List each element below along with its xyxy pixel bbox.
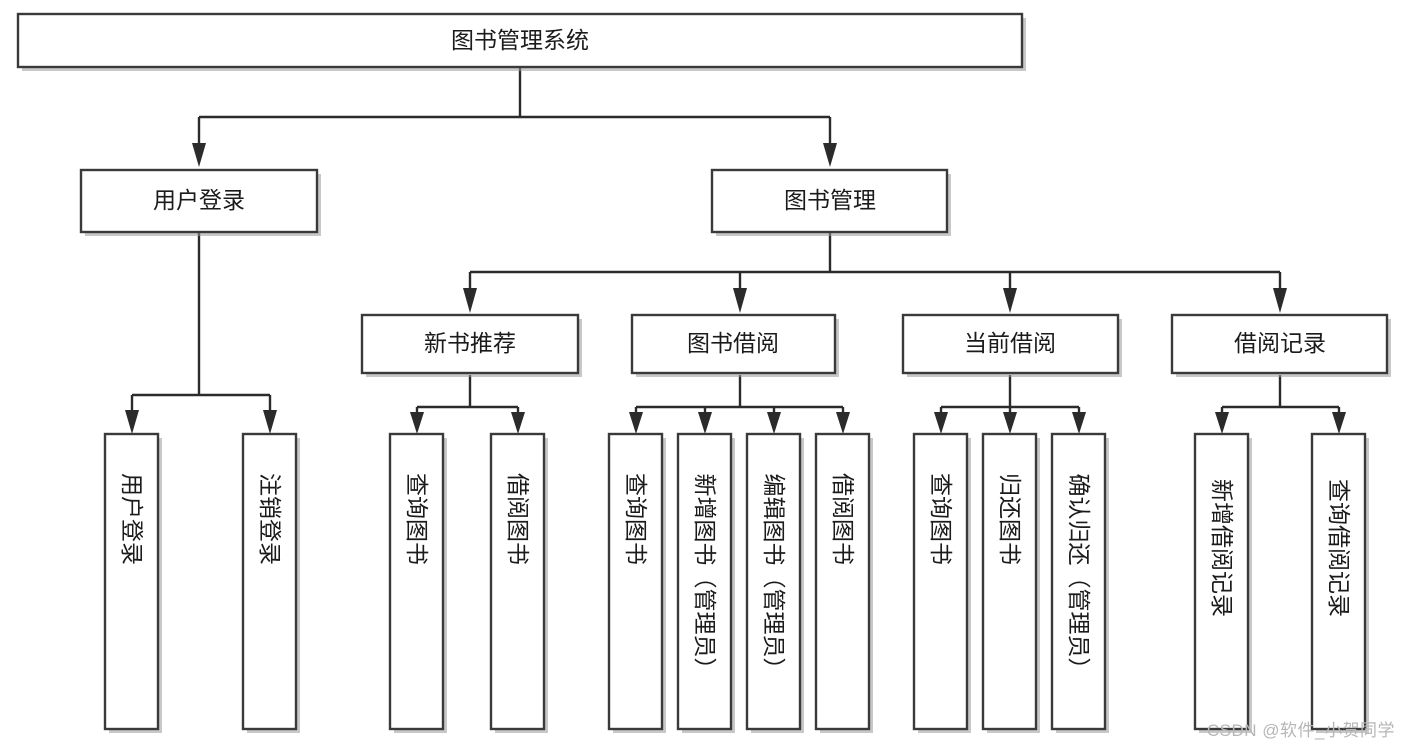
arrow-head-leaf-user-login-1 — [125, 410, 139, 434]
leaf-user-login-1-box[interactable] — [103, 432, 160, 731]
leaf-current-borrow-2-label: 归还图书 — [997, 473, 1023, 565]
node-current-borrow[interactable]: 当前借阅 — [901, 313, 1122, 377]
arrow-head-leaf-book-borrow-2 — [698, 412, 712, 434]
connector-group-root — [192, 67, 837, 167]
node-current-borrow-box[interactable] — [901, 313, 1120, 375]
connector-group-borrow-record — [1215, 375, 1346, 434]
node-root-system[interactable]: 图书管理系统 — [16, 12, 1026, 71]
leaf-node-user-login-1[interactable]: 用户登录 — [103, 432, 162, 733]
leaf-new-book-1-label: 查询图书 — [404, 473, 430, 565]
leaf-node-borrow-record-2[interactable]: 查询借阅记录 — [1310, 432, 1369, 733]
leaf-new-book-2-label: 借阅图书 — [505, 473, 531, 565]
leaf-book-borrow-3-label: 编辑图书（管理员） — [761, 474, 787, 681]
leaf-node-current-borrow-3[interactable]: 确认归还（管理员） — [1050, 432, 1109, 733]
leaf-node-current-borrow-1[interactable]: 查询图书 — [912, 432, 971, 733]
leaf-book-borrow-4-label: 借阅图书 — [830, 473, 856, 565]
arrow-head-leaf-user-login-2 — [263, 410, 277, 434]
node-borrow-record[interactable]: 借阅记录 — [1170, 313, 1391, 377]
node-book-management-box[interactable] — [710, 168, 949, 234]
node-new-book-recommend-box[interactable] — [360, 313, 580, 375]
node-borrow-record-box[interactable] — [1170, 313, 1389, 375]
leaf-current-borrow-2-box[interactable] — [981, 432, 1038, 731]
arrow-head-leaf-book-borrow-3 — [767, 412, 781, 434]
node-new-book-recommend[interactable]: 新书推荐 — [360, 313, 582, 377]
node-user-login-box[interactable] — [79, 168, 319, 234]
watermark-text: CSDN @软件_小贺同学 — [1206, 721, 1395, 740]
arrow-head-leaf-borrow-record-2 — [1332, 412, 1346, 434]
connector-group-book-mgmt — [463, 232, 1287, 313]
connector-group-book-borrow — [629, 375, 850, 434]
leaf-current-borrow-1-label: 查询图书 — [928, 473, 954, 565]
arrow-head-book-borrow — [733, 288, 747, 313]
leaf-node-book-borrow-2[interactable]: 新增图书（管理员） — [676, 432, 735, 733]
leaf-borrow-record-2-box[interactable] — [1310, 432, 1367, 731]
leaf-current-borrow-3-label: 确认归还（管理员） — [1066, 474, 1092, 681]
node-user-login-label: 用户登录 — [153, 187, 245, 213]
node-user-login[interactable]: 用户登录 — [79, 168, 321, 236]
arrow-head-leaf-current-borrow-3 — [1072, 412, 1086, 434]
leaf-borrow-record-1-label: 新增借阅记录 — [1209, 479, 1235, 617]
node-book-borrow-label: 图书借阅 — [687, 330, 779, 356]
leaf-node-book-borrow-4[interactable]: 借阅图书 — [814, 432, 873, 733]
arrow-head-new-book — [463, 288, 477, 313]
arrow-head-user-login — [192, 143, 206, 167]
leaf-user-login-2-box[interactable] — [241, 432, 298, 731]
leaf-node-new-book-1[interactable]: 查询图书 — [388, 432, 447, 733]
node-book-borrow-box[interactable] — [630, 313, 837, 375]
leaf-book-borrow-2-label: 新增图书（管理员） — [692, 474, 718, 681]
node-new-book-recommend-label: 新书推荐 — [424, 330, 516, 356]
arrow-head-borrow-record — [1273, 288, 1287, 313]
arrow-head-leaf-new-book-2 — [511, 412, 525, 434]
node-borrow-record-label: 借阅记录 — [1234, 330, 1326, 356]
leaf-user-login-1-label: 用户登录 — [119, 473, 145, 565]
node-book-management-label: 图书管理 — [784, 187, 876, 213]
leaf-current-borrow-1-box[interactable] — [912, 432, 969, 731]
leaf-node-borrow-record-1[interactable]: 新增借阅记录 — [1193, 432, 1252, 733]
leaf-book-borrow-2-box[interactable] — [676, 432, 733, 731]
arrow-head-leaf-new-book-1 — [410, 412, 424, 434]
leaf-node-book-borrow-1[interactable]: 查询图书 — [607, 432, 666, 733]
leaf-user-login-2-label: 注销登录 — [257, 473, 283, 565]
leaf-node-book-borrow-3[interactable]: 编辑图书（管理员） — [745, 432, 804, 733]
node-root-box[interactable] — [16, 12, 1024, 69]
arrow-head-leaf-current-borrow-1 — [934, 412, 948, 434]
leaf-book-borrow-3-box[interactable] — [745, 432, 802, 731]
node-current-borrow-label: 当前借阅 — [964, 330, 1056, 356]
leaf-book-borrow-1-box[interactable] — [607, 432, 664, 731]
arrow-head-leaf-current-borrow-2 — [1003, 412, 1017, 434]
leaf-current-borrow-3-box[interactable] — [1050, 432, 1107, 731]
leaf-borrow-record-1-box[interactable] — [1193, 432, 1250, 731]
leaf-new-book-2-box[interactable] — [489, 432, 546, 731]
arrow-head-leaf-book-borrow-4 — [836, 412, 850, 434]
node-book-borrow[interactable]: 图书借阅 — [630, 313, 839, 377]
arrow-head-book-mgmt — [823, 143, 837, 167]
arrow-head-leaf-book-borrow-1 — [629, 412, 643, 434]
node-root-label: 图书管理系统 — [451, 27, 589, 53]
leaf-node-user-login-2[interactable]: 注销登录 — [241, 432, 300, 733]
connector-group-new-book — [410, 375, 525, 434]
leaf-borrow-record-2-label: 查询借阅记录 — [1326, 479, 1352, 617]
leaf-book-borrow-1-label: 查询图书 — [623, 473, 649, 565]
arrow-head-leaf-borrow-record-1 — [1215, 412, 1229, 434]
leaf-node-current-borrow-2[interactable]: 归还图书 — [981, 432, 1040, 733]
arrow-head-current-borrow — [1003, 288, 1017, 313]
leaf-book-borrow-4-box[interactable] — [814, 432, 871, 731]
leaf-node-new-book-2[interactable]: 借阅图书 — [489, 432, 548, 733]
connector-group-user-login — [125, 232, 277, 434]
connector-group-current-borrow — [934, 375, 1086, 434]
leaf-new-book-1-box[interactable] — [388, 432, 445, 731]
node-book-management[interactable]: 图书管理 — [710, 168, 951, 236]
